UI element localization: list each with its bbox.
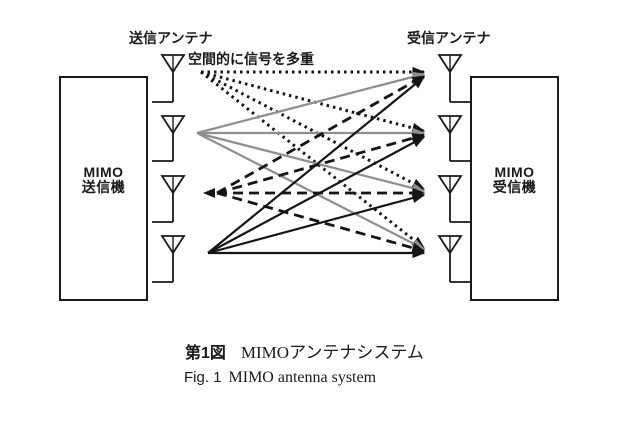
tx-antenna-label: 送信アンテナ [129, 30, 213, 46]
tx-box-subtitle: 送信機 [81, 178, 126, 195]
tx1-fan [200, 66, 426, 250]
tx3-origin-arrowhead [203, 188, 215, 198]
tx-antenna-3-icon [152, 175, 186, 223]
caption-en-number: Fig. 1 [184, 369, 222, 386]
link-tx4-rx3 [207, 193, 426, 255]
tx-antenna-4-icon [152, 235, 186, 283]
caption-jp-number: 第1図 [185, 345, 226, 362]
rx-antenna-4-icon [437, 235, 470, 283]
link-tx3-rx4 [216, 191, 426, 253]
tx4-fan [207, 76, 426, 259]
link-tx4-rx1 [207, 76, 426, 254]
link-tx2-rx3 [196, 131, 426, 194]
link-tx1-rx4 [200, 70, 426, 250]
rx-antenna-2-icon [437, 115, 470, 162]
link-tx4-rx2 [207, 136, 426, 254]
link-tx3-rx2 [216, 133, 426, 195]
rx-box-subtitle: 受信機 [492, 178, 537, 195]
tx-antenna-2-icon [152, 115, 186, 162]
link-tx2-rx4 [196, 132, 426, 250]
link-tx1-rx3 [200, 70, 426, 191]
caption-japanese: 第1図 MIMOアンテナシステム [185, 338, 424, 363]
rx-antenna-3-icon [437, 175, 470, 223]
link-tx2-rx1 [196, 71, 426, 135]
caption-english: Fig. 1 MIMO antenna system [184, 369, 376, 387]
mimo-transmitter-box: MIMO 送信機 [59, 76, 148, 301]
caption-en-title: MIMO antenna system [228, 369, 377, 386]
mimo-receiver-box: MIMO 受信機 [470, 76, 559, 301]
tx-box-title: MIMO [83, 163, 124, 180]
tx2-fan [196, 71, 426, 250]
caption-jp-title: MIMOアンテナシステム [240, 343, 424, 362]
tx-antenna-1-icon [152, 54, 186, 103]
link-tx3-rx1 [216, 74, 426, 195]
rx-antenna-1-icon [437, 54, 470, 103]
spatial-multiplex-label: 空間的に信号を多重 [188, 51, 314, 67]
rx-box-title: MIMO [494, 163, 535, 180]
rx-antenna-label: 受信アンテナ [407, 30, 491, 46]
